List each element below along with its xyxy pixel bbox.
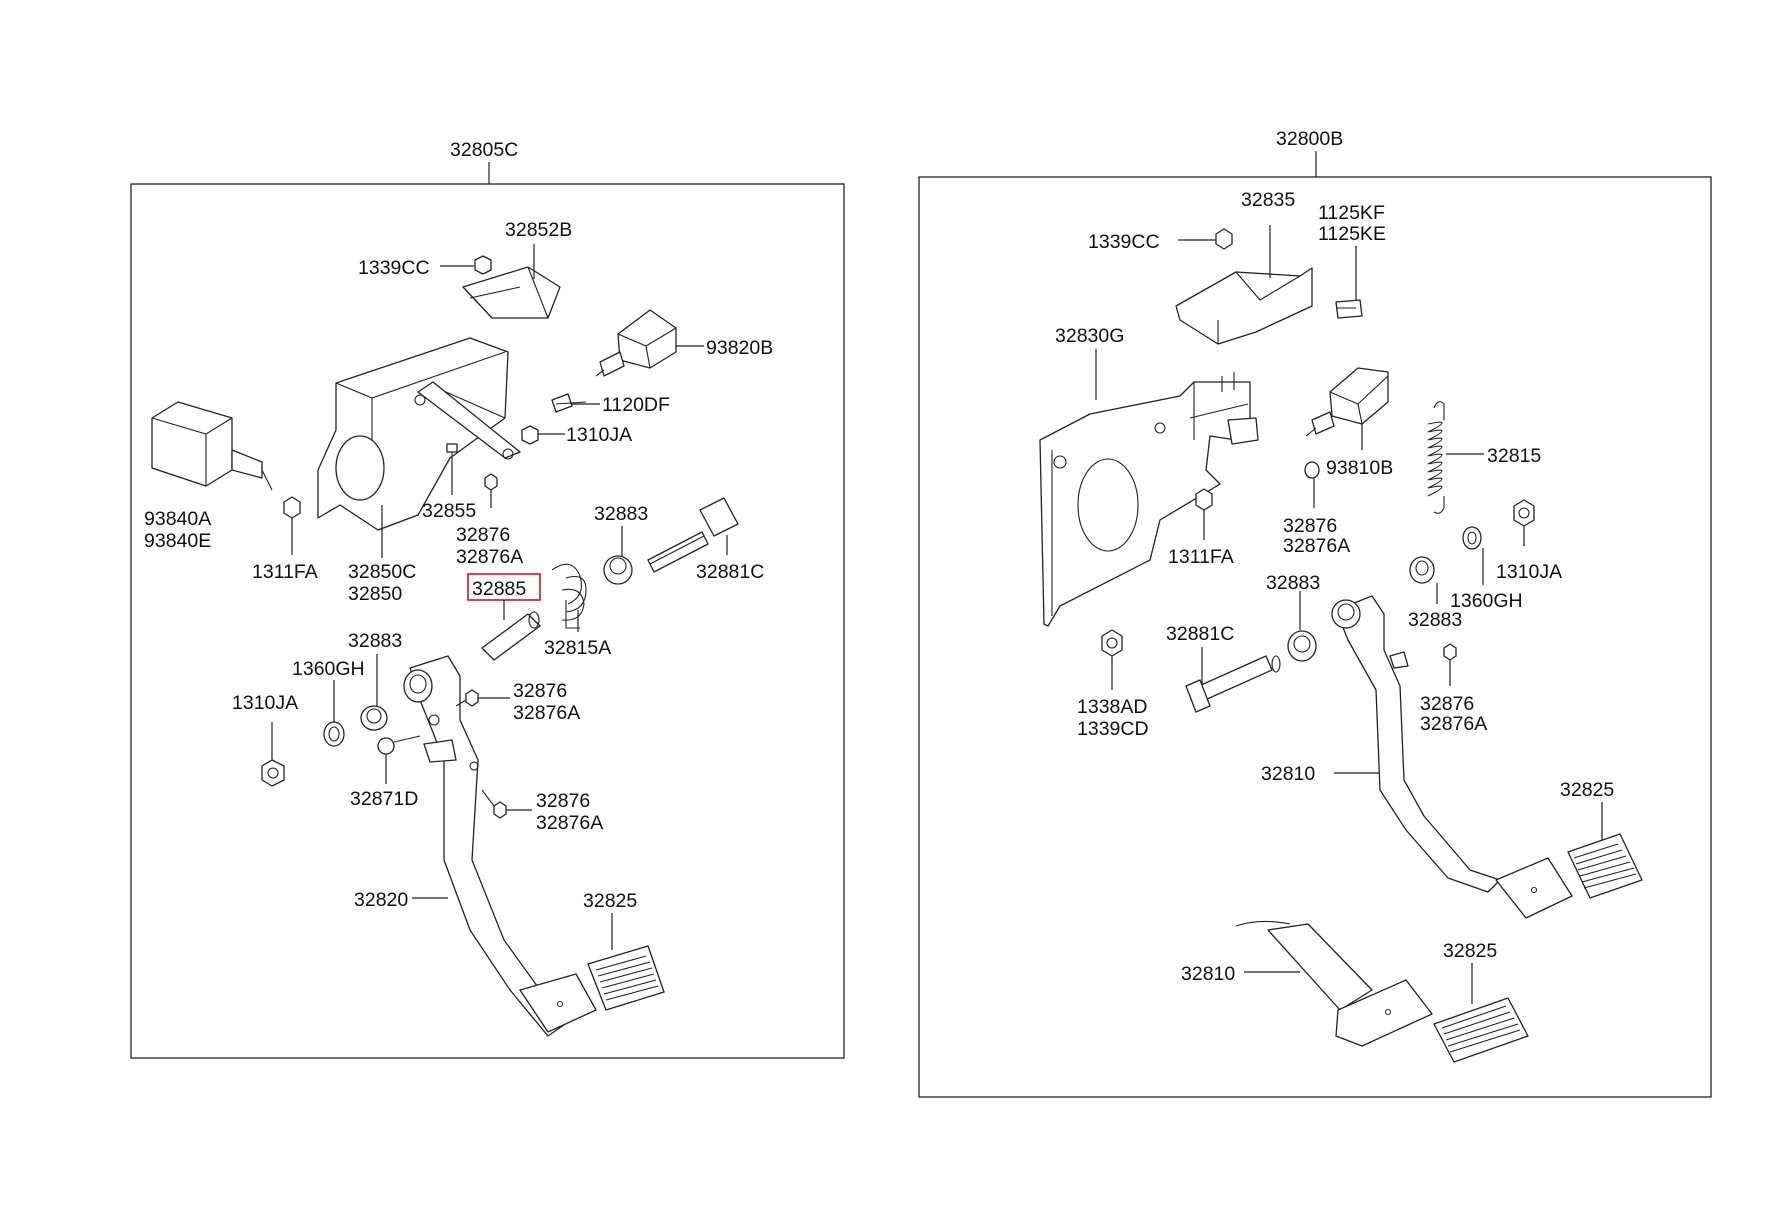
right-assembly: 32800B 32835 1339CC 1125KF 1125KE (918, 128, 1712, 1098)
bushing-32883-lower-part[interactable] (360, 705, 388, 731)
part-label[interactable]: 1338AD (1077, 696, 1147, 718)
part-label[interactable]: 93840E (144, 530, 211, 552)
part-label[interactable]: 1311FA (252, 561, 318, 583)
part-label[interactable]: 32883 (348, 630, 402, 652)
nut-1310JA-part[interactable] (521, 425, 539, 445)
part-label[interactable]: 32876A (1420, 713, 1487, 735)
part-label[interactable]: 32883 (1408, 609, 1462, 631)
bushing-32876-part[interactable] (1304, 461, 1320, 479)
part-label[interactable]: 32850 (348, 583, 402, 605)
part-label[interactable]: 32876A (513, 702, 580, 724)
part-label[interactable]: 32883 (1266, 572, 1320, 594)
part-label[interactable]: 32830G (1055, 325, 1124, 347)
bracket-32852B-part[interactable] (462, 266, 561, 319)
pedal-arm-32810-lower-part[interactable] (1235, 920, 1433, 1047)
pedal-pad-32825-part[interactable] (1567, 833, 1643, 899)
part-label[interactable]: 93840A (144, 508, 211, 530)
bolt-1125KF-part[interactable] (1335, 299, 1363, 319)
nut-1311FA-part[interactable] (283, 496, 301, 519)
stud-32855-part[interactable] (446, 443, 458, 462)
part-label[interactable]: 32810 (1181, 963, 1235, 985)
bolt-32881C-part[interactable] (1185, 655, 1281, 713)
part-label[interactable]: 32876 (513, 680, 567, 702)
nut-1311FA-part[interactable] (1195, 488, 1213, 511)
switch-93840A-part[interactable] (151, 401, 273, 491)
part-label[interactable]: 32876 (1283, 515, 1337, 537)
part-label[interactable]: 1310JA (1496, 561, 1562, 583)
part-label[interactable]: 32825 (583, 890, 637, 912)
nut-1338AD-part[interactable] (1101, 629, 1123, 657)
bolt-1120DF-part[interactable] (551, 393, 587, 413)
part-label[interactable]: 1360GH (1450, 590, 1523, 612)
part-label-highlighted[interactable]: 32885 (472, 578, 526, 600)
spring-32815A-part[interactable] (551, 563, 587, 629)
part-label[interactable]: 1125KE (1318, 223, 1386, 245)
part-label[interactable]: 32855 (422, 500, 476, 522)
bracket-32835-part[interactable] (1175, 267, 1313, 345)
switch-93810B-part[interactable] (1305, 367, 1389, 437)
pedal-pad-32825-lower-part[interactable] (1433, 997, 1529, 1063)
part-label[interactable]: 32881C (1166, 623, 1234, 645)
nut-1339CC-part[interactable] (1215, 228, 1233, 250)
pedal-foot-part[interactable] (519, 973, 597, 1033)
switch-93820B-part[interactable] (595, 309, 677, 377)
part-label[interactable]: 32820 (354, 889, 408, 911)
part-label[interactable]: 32835 (1241, 189, 1295, 211)
part-label[interactable]: 93810B (1326, 457, 1393, 479)
part-label[interactable]: 32876A (536, 812, 603, 834)
part-label[interactable]: 32876 (1420, 693, 1474, 715)
bushing-32871D-part[interactable] (377, 735, 421, 755)
bushing-32883-part[interactable] (603, 555, 633, 585)
part-label[interactable]: 1339CC (358, 257, 430, 279)
bushing-32876-lower-part[interactable] (1443, 643, 1457, 661)
washer-1360GH-part[interactable] (1462, 526, 1482, 550)
part-label[interactable]: 32850C (348, 561, 416, 583)
part-label[interactable]: 1360GH (292, 658, 365, 680)
part-label[interactable]: 32876 (456, 524, 510, 546)
bolt-32881C-part[interactable] (647, 497, 739, 573)
left-assembly: 32805C 32852B 1339CC 32850C 32850 (130, 139, 845, 1059)
assembly-number-left[interactable]: 32805C (450, 139, 518, 161)
nut-1310JA-lower-part[interactable] (261, 759, 285, 787)
pin-32885-part[interactable] (481, 611, 541, 661)
bushing-32876-low-part[interactable] (481, 789, 507, 819)
part-label[interactable]: 1311FA (1168, 546, 1234, 568)
part-label[interactable]: 32815A (544, 637, 611, 659)
part-label[interactable]: 32883 (594, 503, 648, 525)
bushing-32883-part[interactable] (1409, 556, 1435, 584)
part-label[interactable]: 32876A (1283, 535, 1350, 557)
assembly-number-right[interactable]: 32800B (1276, 128, 1343, 150)
bushing-32876-mid-part[interactable] (455, 689, 479, 707)
part-label[interactable]: 32810 (1261, 763, 1315, 785)
washer-1360GH-part[interactable] (323, 721, 345, 747)
part-label[interactable]: 1339CC (1088, 231, 1160, 253)
part-label[interactable]: 32825 (1443, 940, 1497, 962)
pedal-pad-32825-part[interactable] (587, 945, 665, 1011)
bushing-32883-lower-part[interactable] (1287, 630, 1317, 662)
pedal-bracket-32850C-part[interactable] (317, 337, 521, 531)
part-label[interactable]: 1120DF (602, 394, 670, 416)
part-label[interactable]: 1339CD (1077, 718, 1149, 740)
pedal-foot-part[interactable] (1495, 857, 1573, 919)
part-label[interactable]: 1310JA (232, 692, 298, 714)
assembly-frame-right (918, 176, 1712, 1098)
part-label[interactable]: 1125KF (1318, 202, 1385, 224)
spring-32815-part[interactable] (1427, 401, 1445, 514)
part-label[interactable]: 32876 (536, 790, 590, 812)
part-label[interactable]: 32815 (1487, 445, 1541, 467)
assembly-frame-left (130, 183, 845, 1059)
part-label[interactable]: 32825 (1560, 779, 1614, 801)
part-label[interactable]: 32876A (456, 546, 523, 568)
pedal-arm-32810-part[interactable] (1331, 595, 1501, 893)
nut-1310JA-part[interactable] (1513, 499, 1535, 527)
part-label[interactable]: 1310JA (566, 424, 632, 446)
pedal-bracket-32830G-part[interactable] (1039, 372, 1259, 627)
part-label[interactable]: 32871D (350, 788, 418, 810)
nut-1339CC-part[interactable] (474, 255, 492, 275)
bushing-32876-part[interactable] (484, 473, 498, 491)
part-label[interactable]: 93820B (706, 337, 773, 359)
part-label[interactable]: 32852B (505, 219, 572, 241)
part-label[interactable]: 32881C (696, 561, 764, 583)
